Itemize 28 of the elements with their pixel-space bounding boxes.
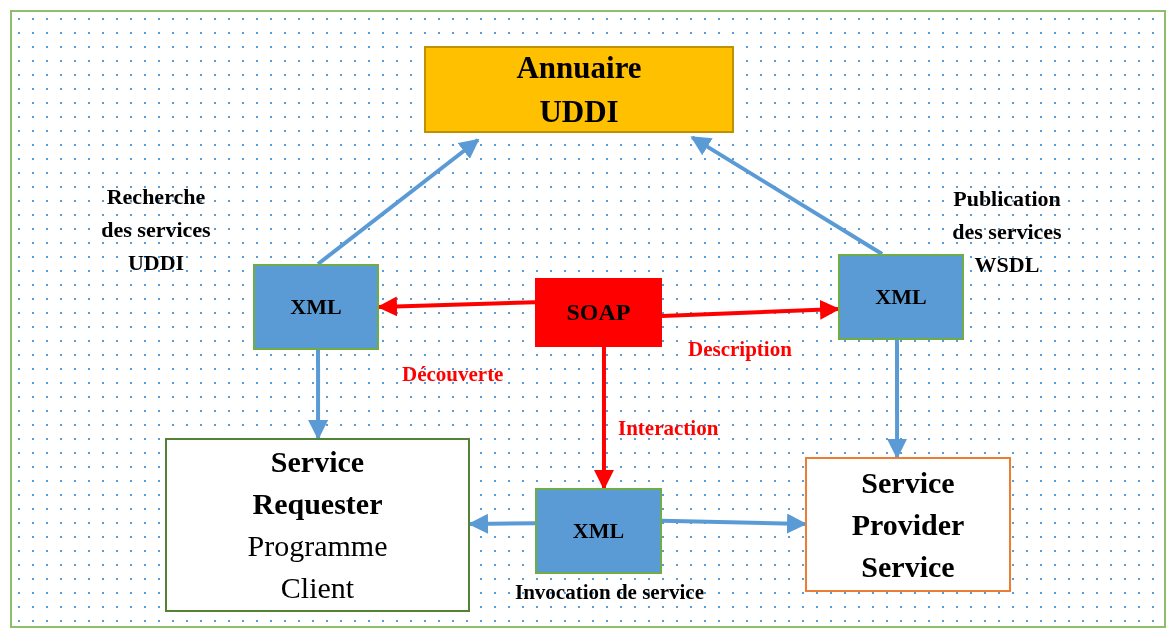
node-title: XML [572,516,625,545]
requester-box [165,438,470,612]
node-title: XML [290,292,342,321]
annotation-text: Recherche des services UDDI [100,183,212,277]
protocol-box [535,278,662,347]
arrow [316,138,480,266]
edge-label: Découverte [402,362,504,387]
arrow [661,299,840,320]
node-title: Annuaire UDDI [515,49,643,131]
node-caption: Invocation de service [515,580,704,605]
node-title: SOAP [566,297,631,327]
arrow [308,350,329,440]
xml-box [838,254,964,340]
node-title: Service Provider Service [850,464,966,585]
node-subtitle: Programme Client [246,528,389,606]
directory-box [424,46,734,133]
node-title: XML [875,282,927,311]
annotation-text: Publication des services WSDL [952,185,1062,279]
node-title: Service Requester [251,444,384,522]
arrow [690,135,884,256]
arrow [661,513,807,534]
xml-box [253,264,379,350]
xml-box [535,488,662,574]
edge-label: Description [688,337,792,362]
arrow [593,347,614,490]
arrow [887,340,908,459]
provider-box [805,457,1011,592]
edge-label: Interaction [618,416,719,441]
